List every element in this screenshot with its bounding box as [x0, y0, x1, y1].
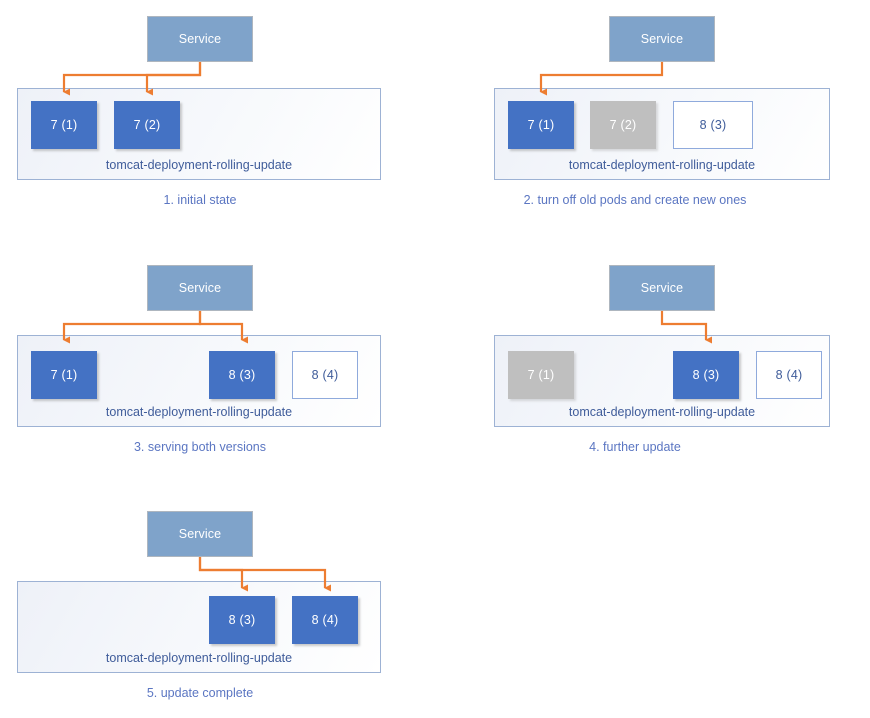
deployment-label: tomcat-deployment-rolling-update [105, 651, 293, 665]
panel-caption: 3. serving both versions [133, 440, 266, 454]
deployment-label: tomcat-deployment-rolling-update [568, 158, 756, 172]
pod-8-4[interactable]: 8 (4) [756, 351, 822, 399]
service-node[interactable]: Service [147, 511, 253, 557]
pod-8-3[interactable]: 8 (3) [209, 351, 275, 399]
pod-8-3[interactable]: 8 (3) [673, 351, 739, 399]
panel-caption: 4. further update [589, 440, 681, 454]
pod-8-4[interactable]: 8 (4) [292, 596, 358, 644]
pod-7-2[interactable]: 7 (2) [114, 101, 180, 149]
deployment-label: tomcat-deployment-rolling-update [105, 405, 293, 419]
pod-7-1[interactable]: 7 (1) [31, 351, 97, 399]
service-node[interactable]: Service [609, 16, 715, 62]
pod-8-3[interactable]: 8 (3) [209, 596, 275, 644]
deployment-label: tomcat-deployment-rolling-update [568, 405, 756, 419]
panel-caption: 2. turn off old pods and create new ones [523, 193, 747, 207]
pod-7-1[interactable]: 7 (1) [508, 101, 574, 149]
service-node[interactable]: Service [147, 265, 253, 311]
pod-8-3[interactable]: 8 (3) [673, 101, 753, 149]
pod-8-4[interactable]: 8 (4) [292, 351, 358, 399]
service-node[interactable]: Service [147, 16, 253, 62]
service-node[interactable]: Service [609, 265, 715, 311]
panel-caption: 1. initial state [163, 193, 237, 207]
deployment-label: tomcat-deployment-rolling-update [105, 158, 293, 172]
panel-caption: 5. update complete [146, 686, 254, 700]
pod-7-1[interactable]: 7 (1) [508, 351, 574, 399]
pod-7-1[interactable]: 7 (1) [31, 101, 97, 149]
pod-7-2[interactable]: 7 (2) [590, 101, 656, 149]
